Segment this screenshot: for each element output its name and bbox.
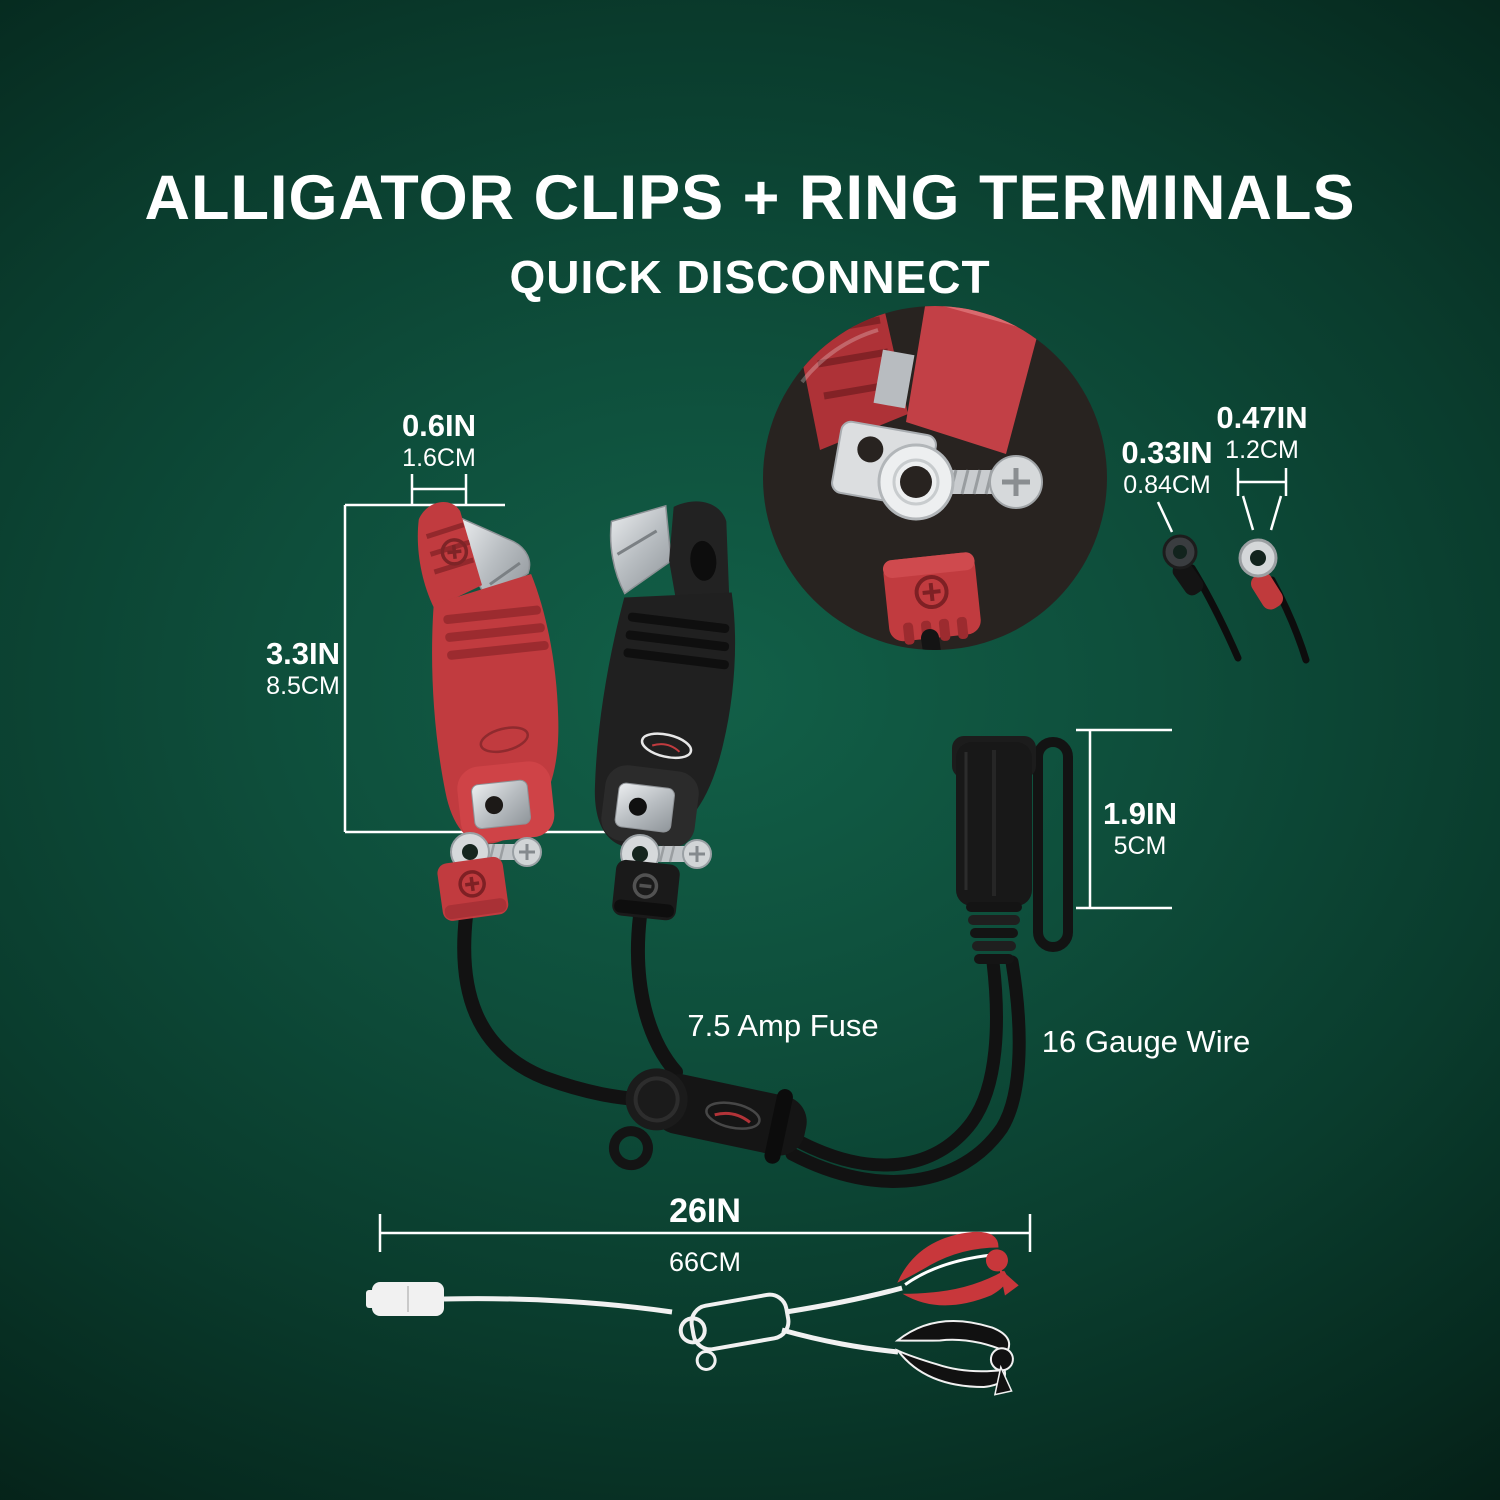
value-cm: 5CM — [1113, 831, 1167, 860]
inset-red-connector — [882, 552, 981, 645]
measurement-ring-small: 0.33IN 0.84CM — [1121, 435, 1212, 499]
value-inches: 0.6IN — [401, 408, 477, 443]
measurement-cable-length: 26IN 66CM — [669, 1192, 741, 1278]
schematic-red-clip — [897, 1231, 1019, 1306]
brand-oval-logo — [640, 732, 693, 760]
value-cm: 0.84CM — [1123, 470, 1211, 499]
black-alligator-clip — [594, 501, 736, 848]
schematic-black-clip — [894, 1320, 1014, 1396]
red-alligator-clip — [417, 502, 559, 844]
value-inches: 0.33IN — [1121, 435, 1213, 470]
sae-wire-2 — [785, 955, 1026, 1188]
schematic-wire — [443, 1296, 673, 1315]
dust-cap-strap — [1033, 737, 1073, 952]
page-subtitle: QUICK DISCONNECT — [509, 251, 991, 304]
inset-red-jaw-right — [906, 306, 1042, 454]
value-inches: 26IN — [669, 1192, 741, 1230]
quick-disconnect-inset — [763, 306, 1107, 650]
wire-gauge-label: 16 Gauge Wire — [1041, 1024, 1251, 1059]
plus-emblem — [914, 575, 949, 610]
black-ring-terminal-small — [1162, 534, 1242, 662]
red-quick-disconnect — [437, 856, 509, 921]
value-inches: 1.9IN — [1102, 796, 1178, 831]
fuse-holder — [608, 1068, 807, 1171]
black-quick-disconnect — [612, 859, 680, 921]
value-cm: 1.6CM — [402, 443, 476, 472]
measurement-ring-large: 0.47IN 1.2CM — [1216, 400, 1307, 464]
plus-emblem — [440, 538, 469, 566]
brand-oval-logo — [479, 726, 529, 754]
black-clip-wire — [631, 909, 683, 1079]
metal-jaw — [609, 504, 672, 595]
measurement-clip-length: 3.3IN 8.5CM — [266, 636, 340, 700]
page-title: ALLIGATOR CLIPS + RING TERMINALS — [144, 163, 1356, 234]
plus-emblem — [458, 870, 486, 898]
value-inches: 0.47IN — [1216, 400, 1308, 435]
measurement-clip-width: 0.6IN 1.6CM — [402, 408, 476, 472]
value-cm: 1.2CM — [1225, 435, 1299, 464]
measurement-connector-length: 1.9IN 5CM — [1103, 796, 1177, 860]
insulated-jaw — [417, 502, 483, 609]
strain-relief-ribs — [966, 902, 1022, 964]
fuse-label: 7.5 Amp Fuse — [687, 1008, 879, 1043]
sae-wire-1 — [793, 955, 1003, 1172]
minus-emblem — [632, 873, 659, 899]
value-cm: 66CM — [668, 1247, 742, 1278]
inset-wire — [921, 629, 945, 650]
product-schematic — [366, 1231, 1019, 1396]
value-inches: 3.3IN — [265, 636, 341, 671]
value-cm: 8.5CM — [266, 671, 340, 700]
fuse-strap-loop — [608, 1126, 653, 1171]
red-clip-wire — [457, 909, 667, 1109]
inset-ring-terminal — [877, 443, 1043, 521]
schematic-fuse — [678, 1292, 791, 1371]
brand-oval-logo — [705, 1101, 761, 1130]
sae-connector — [952, 736, 1073, 964]
red-ring-terminal-small — [1238, 538, 1310, 664]
